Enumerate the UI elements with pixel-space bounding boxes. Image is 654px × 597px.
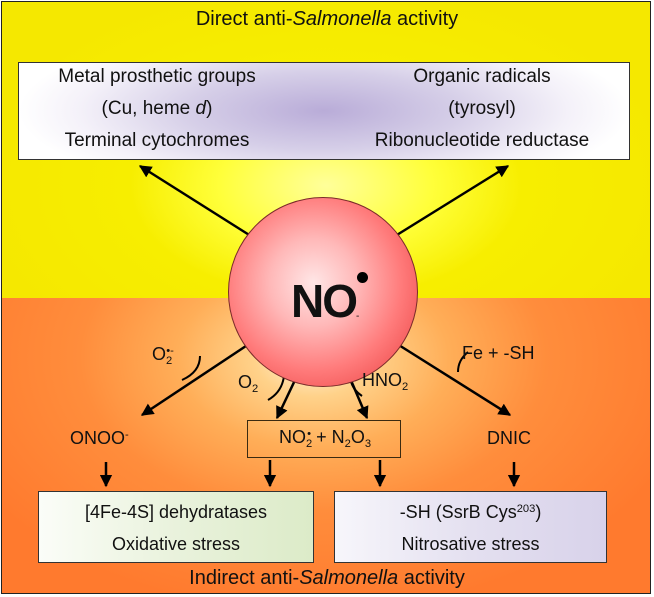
tyrosyl-label: (tyrosyl) xyxy=(448,98,516,119)
organic-radicals-label: Organic radicals xyxy=(413,66,551,87)
nitric-oxide-label: NO- xyxy=(291,275,360,327)
metal-groups-label: Metal prosthetic groups xyxy=(58,66,256,87)
peroxynitrite-label: ONOO- xyxy=(70,428,129,448)
title-suffix: activity xyxy=(391,8,459,30)
superoxide-label: O2•- xyxy=(152,344,174,367)
nitric-oxide-circle xyxy=(228,197,418,387)
nitrosative-stress-box xyxy=(334,491,607,563)
nitrosative-stress-label: Nitrosative stress xyxy=(401,534,540,554)
title-suffix: activity xyxy=(398,567,465,589)
iron-thiol-label: Fe + -SH xyxy=(462,343,535,363)
direct-activity-title: Direct anti-Salmonella activity xyxy=(0,8,654,31)
arrow-to-metal-groups xyxy=(138,164,255,240)
arrow-to-no2 xyxy=(275,377,298,420)
ribonucleotide-reductase-label: Ribonucleotide reductase xyxy=(374,130,590,151)
radical-dot-icon xyxy=(357,272,368,283)
reactive-nitrogen-box xyxy=(247,420,401,458)
indirect-activity-title: Indirect anti-Salmonella activity xyxy=(0,567,654,590)
title-prefix: Direct anti- xyxy=(195,8,293,30)
superoxide-connector xyxy=(181,355,201,381)
iron-thiol-connector xyxy=(457,351,469,373)
terminal-cytochromes-label: Terminal cytochromes xyxy=(64,130,250,151)
oxygen-connector xyxy=(267,375,285,401)
oxygen-label: O2 xyxy=(238,372,259,395)
nitrous-acid-label: HNO2 xyxy=(362,370,409,393)
title-italic: Salmonella xyxy=(292,8,392,30)
direct-targets-box xyxy=(18,62,630,160)
title-italic: Salmonella xyxy=(299,567,399,589)
dehydratases-label: [4Fe-4S] dehydratases xyxy=(84,502,268,522)
arrow-to-organic-radicals xyxy=(391,164,510,240)
oxidative-stress-box xyxy=(38,491,314,563)
dnic-label: DNIC xyxy=(487,428,531,448)
ssrb-cys-label: -SH (SsrB Cys203) xyxy=(399,502,542,522)
cu-heme-label: (Cu, heme d) xyxy=(101,98,213,119)
oxidative-stress-label: Oxidative stress xyxy=(111,534,241,554)
no2-n2o3-label: NO2• + N2O3 xyxy=(278,427,372,450)
arrow-to-dnic xyxy=(393,340,512,417)
arrow-to-peroxynitrite xyxy=(140,340,253,417)
title-prefix: Indirect anti- xyxy=(189,567,300,589)
